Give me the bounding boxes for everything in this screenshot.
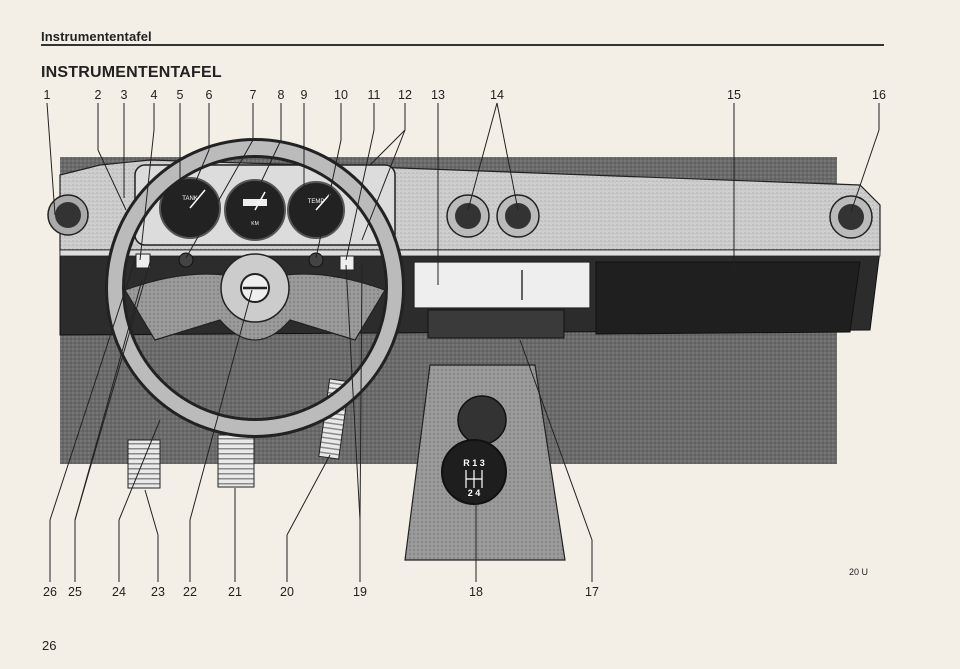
callout-21: 21: [228, 585, 242, 599]
switch-left: [178, 252, 194, 268]
leader-lines-bottom: [49, 259, 593, 582]
radio-slot: [427, 309, 565, 339]
callout-5: 5: [176, 88, 184, 102]
callout-23: 23: [151, 585, 165, 599]
dashboard-trim: [59, 249, 881, 257]
callout-22: 22: [183, 585, 197, 599]
header-rule: [41, 44, 884, 46]
callout-3: 3: [120, 88, 128, 102]
callout-8: 8: [277, 88, 285, 102]
callout-11: 11: [367, 88, 381, 102]
shift-pattern-top: R 1 3: [463, 458, 485, 468]
page-title: INSTRUMENTENTAFEL: [41, 64, 222, 81]
callout-14: 14: [490, 88, 504, 102]
callout-19: 19: [353, 585, 367, 599]
temp-label: TEMP: [308, 199, 325, 205]
figure-code: 20 U: [849, 567, 869, 577]
leader-lines: [46, 102, 880, 285]
callout-4: 4: [150, 88, 158, 102]
callout-26: 26: [43, 585, 57, 599]
callout-16: 16: [872, 88, 886, 102]
glovebox: [595, 261, 861, 335]
ashtray-knob: [457, 395, 507, 445]
shift-pattern-bottom: 2 4: [468, 488, 481, 498]
callout-13: 13: [431, 88, 445, 102]
switch-right: [308, 252, 324, 268]
callout-24: 24: [112, 585, 126, 599]
callout-2: 2: [94, 88, 102, 102]
brake-pedal: [217, 434, 255, 488]
callout-25: 25: [68, 585, 82, 599]
switch-pad-right: [339, 255, 355, 271]
speedometer-unit: KM: [251, 221, 259, 227]
heater-controls: [413, 261, 591, 309]
callout-1: 1: [43, 88, 51, 102]
callout-18: 18: [469, 585, 483, 599]
callout-7: 7: [249, 88, 257, 102]
clutch-pedal: [127, 439, 161, 489]
callout-12: 12: [398, 88, 412, 102]
callout-20: 20: [280, 585, 294, 599]
page-number: 26: [42, 638, 57, 653]
callout-17: 17: [585, 585, 599, 599]
section-header: Instrumententafel: [41, 29, 152, 44]
tank-label: TANK: [182, 196, 198, 202]
switch-pad-left: [135, 253, 151, 269]
callout-15: 15: [727, 88, 741, 102]
callout-10: 10: [334, 88, 348, 102]
callout-9: 9: [300, 88, 308, 102]
callout-6: 6: [205, 88, 213, 102]
